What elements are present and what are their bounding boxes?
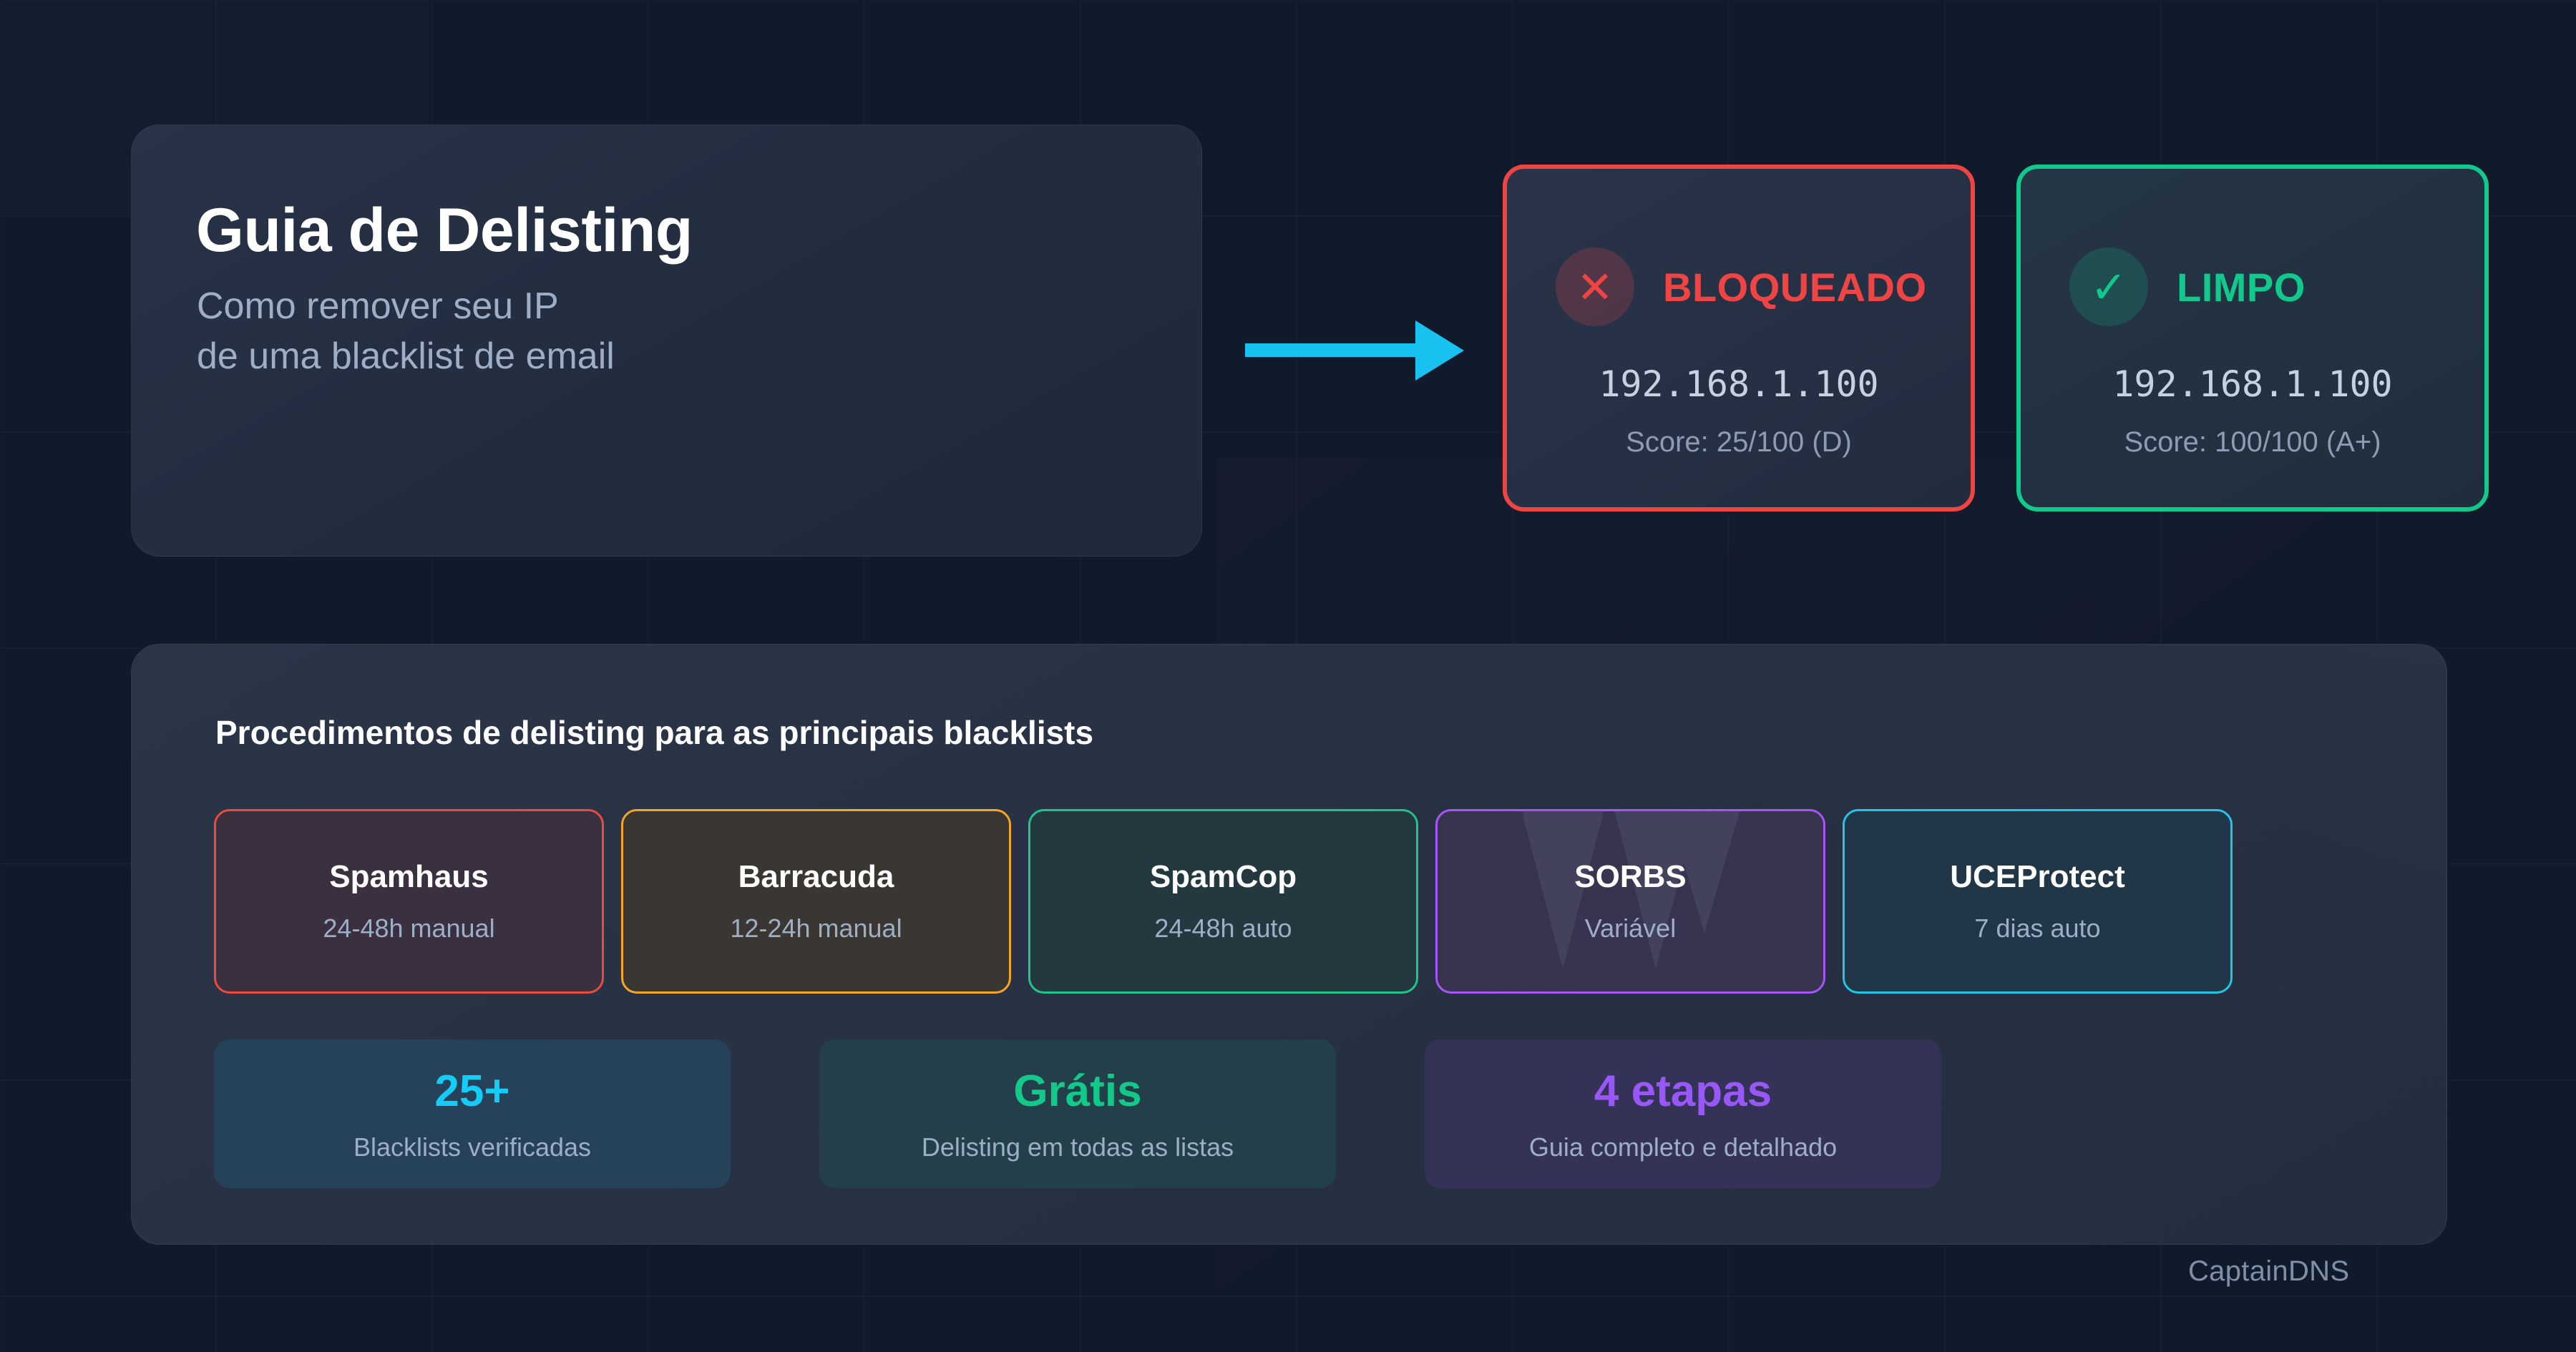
blacklist-chip-row: Spamhaus 24-48h manual Barracuda 12-24h … bbox=[214, 809, 2233, 994]
page-subtitle: Como remover seu IP de uma blacklist de … bbox=[197, 285, 615, 377]
stat-box-price: Grátis Delisting em todas as listas bbox=[819, 1039, 1336, 1188]
blacklist-chip-spamhaus[interactable]: Spamhaus 24-48h manual bbox=[214, 809, 604, 994]
status-badge: BLOQUEADO bbox=[1663, 264, 1927, 310]
stat-label: Blacklists verificadas bbox=[353, 1132, 592, 1162]
blacklist-name: SpamCop bbox=[1149, 859, 1297, 894]
status-header: ✕ BLOQUEADO bbox=[1556, 248, 1927, 326]
blacklist-chip-uceprotect[interactable]: UCEProtect 7 dias auto bbox=[1843, 809, 2233, 994]
status-header: ✓ LIMPO bbox=[2069, 248, 2306, 326]
triangle-watermark-icon bbox=[1521, 811, 1740, 969]
blacklist-name: Spamhaus bbox=[329, 859, 489, 894]
status-card-blocked: ✕ BLOQUEADO 192.168.1.100 Score: 25/100 … bbox=[1503, 165, 1975, 511]
blacklist-chip-barracuda[interactable]: Barracuda 12-24h manual bbox=[621, 809, 1011, 994]
blacklist-name: Barracuda bbox=[738, 859, 894, 894]
stat-box-row: 25+ Blacklists verificadas Grátis Delist… bbox=[214, 1039, 1941, 1188]
blacklist-name: UCEProtect bbox=[1950, 859, 2125, 894]
stat-label: Guia completo e detalhado bbox=[1528, 1132, 1838, 1162]
procedures-panel: Procedimentos de delisting para as princ… bbox=[131, 644, 2447, 1245]
section-heading: Procedimentos de delisting para as princ… bbox=[215, 714, 1094, 751]
hero-card: Guia de Delisting Como remover seu IP de… bbox=[131, 124, 1202, 557]
status-badge: LIMPO bbox=[2177, 264, 2306, 310]
blacklist-time: 24-48h manual bbox=[323, 913, 495, 943]
stat-value: 25+ bbox=[434, 1066, 510, 1116]
arrow-shaft bbox=[1245, 343, 1428, 357]
blacklist-time: 12-24h manual bbox=[730, 913, 902, 943]
score-text: Score: 25/100 (D) bbox=[1626, 426, 1852, 458]
status-card-clean: ✓ LIMPO 192.168.1.100 Score: 100/100 (A+… bbox=[2016, 165, 2489, 511]
page-title: Guia de Delisting bbox=[196, 196, 693, 265]
arrow-head bbox=[1415, 320, 1464, 381]
blacklist-chip-sorbs[interactable]: SORBS Variável bbox=[1435, 809, 1825, 994]
stat-box-blacklists: 25+ Blacklists verificadas bbox=[214, 1039, 731, 1188]
check-mark-icon: ✓ bbox=[2069, 248, 2148, 326]
footer-brand: CaptainDNS bbox=[2188, 1255, 2350, 1287]
blacklist-time: 7 dias auto bbox=[1974, 913, 2101, 943]
blacklist-name: SORBS bbox=[1574, 859, 1687, 894]
score-text: Score: 100/100 (A+) bbox=[2124, 426, 2381, 458]
stat-label: Delisting em todas as listas bbox=[921, 1132, 1234, 1162]
x-mark-icon: ✕ bbox=[1556, 248, 1634, 326]
blacklist-time: 24-48h auto bbox=[1154, 913, 1292, 943]
stat-value: Grátis bbox=[1013, 1066, 1142, 1116]
ip-address: 192.168.1.100 bbox=[1599, 363, 1879, 405]
arrow-right-icon bbox=[1245, 320, 1474, 381]
stat-box-steps: 4 etapas Guia completo e detalhado bbox=[1425, 1039, 1941, 1188]
blacklist-chip-spamcop[interactable]: SpamCop 24-48h auto bbox=[1028, 809, 1418, 994]
ip-address: 192.168.1.100 bbox=[2112, 363, 2393, 405]
stat-value: 4 etapas bbox=[1594, 1066, 1772, 1116]
blacklist-time: Variável bbox=[1584, 913, 1677, 943]
